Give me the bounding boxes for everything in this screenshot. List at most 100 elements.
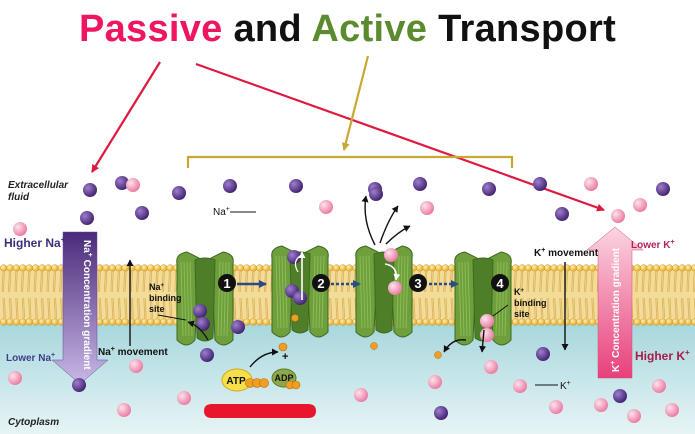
pump-protein [355, 245, 413, 338]
active-arrow [341, 55, 370, 151]
adp-label: ADP [274, 373, 293, 383]
k-ion [13, 222, 27, 236]
k-binding-site-label-1: K+ [514, 287, 525, 297]
lower-k-label: Lower K+ [631, 239, 675, 251]
k-ion [420, 201, 434, 215]
k-binding-site-label-2: binding [514, 298, 547, 308]
k-ion [117, 403, 131, 417]
phosphate [370, 342, 378, 350]
svg-text:2: 2 [317, 276, 324, 291]
na-ion [287, 250, 301, 264]
na-ion-label: Na+ [213, 206, 230, 218]
na-ion [223, 179, 237, 193]
k-ion [611, 209, 625, 223]
title-transport: Transport [427, 8, 617, 50]
highlight-bar [204, 404, 316, 418]
lower-na-label: Lower Na+ [6, 352, 55, 364]
na-binding-site-label-1: Na+ [149, 282, 165, 292]
title-and: and [222, 8, 312, 50]
release-arrow-curve [294, 255, 301, 273]
k-ion [584, 177, 598, 191]
na-ion [533, 177, 547, 191]
phosphate [291, 314, 299, 322]
k-ion [652, 379, 666, 393]
diagram-title: Passive and Active Transport [0, 8, 695, 51]
na-movement-label: Na+ movement [98, 346, 168, 358]
k-ion [388, 281, 402, 295]
na-ion [293, 291, 307, 305]
k-ion [129, 359, 143, 373]
na-ion [369, 187, 383, 201]
k-ion [627, 409, 641, 423]
na-ion [613, 389, 627, 403]
k-ion [354, 388, 368, 402]
ions [8, 176, 679, 423]
na-exit-arrow-1 [361, 195, 376, 246]
na-ion [289, 179, 303, 193]
k-binding-site-label-3: site [514, 309, 530, 319]
atp-hydrolysis-arrow [249, 348, 279, 368]
k-movement-label: K+ movement [534, 247, 599, 259]
pump-proteins [176, 245, 512, 346]
k-ion [319, 200, 333, 214]
passive-arrow-left [91, 61, 161, 173]
cytoplasm-label: Cytoplasm [8, 417, 59, 428]
pump-protein [176, 251, 234, 346]
na-ion [536, 347, 550, 361]
na-ion [83, 183, 97, 197]
membrane-core [0, 266, 695, 324]
k-ion [594, 398, 608, 412]
na-ion [80, 211, 94, 225]
higher-k-label: Higher K+ [635, 348, 690, 363]
k-ion [8, 371, 22, 385]
k-ion [513, 379, 527, 393]
phosphate-release-arrow [443, 339, 467, 353]
na-ion [231, 320, 245, 334]
active-bracket [186, 155, 514, 168]
plus-sign: + [282, 351, 288, 363]
na-binding-site-label-3: site [149, 304, 165, 314]
k-ion [384, 248, 398, 262]
phosphate-free [278, 342, 288, 352]
na-ion [196, 317, 210, 331]
k-binding-pointer [492, 304, 509, 317]
extracellular-label-1: Extracellular [8, 180, 69, 191]
atp-label: ATP [226, 376, 246, 387]
k-ion [480, 328, 494, 342]
na-ion [72, 378, 86, 392]
step-2-badge: 2 [312, 274, 330, 292]
phosphate [434, 351, 442, 359]
svg-text:4: 4 [496, 276, 504, 291]
k-ion [665, 403, 679, 417]
step-4-badge: 4 [491, 274, 509, 292]
svg-text:3: 3 [414, 276, 421, 291]
k-enter-arrow [384, 263, 401, 281]
na-ion [135, 206, 149, 220]
na-binding-pointer [157, 314, 187, 321]
na-ion [555, 207, 569, 221]
na-ion [172, 186, 186, 200]
extracellular-label-2: fluid [8, 192, 30, 203]
na-binding-site-label-2: binding [149, 293, 182, 303]
k-ion [177, 391, 191, 405]
na-ion [413, 177, 427, 191]
step-1-badge: 1 [218, 274, 236, 292]
cytoplasm-region [0, 322, 695, 434]
na-ion [115, 176, 129, 190]
na-ion [193, 304, 207, 318]
step-3-badge: 3 [409, 274, 427, 292]
title-active: Active [311, 8, 428, 50]
k-ion [549, 400, 563, 414]
k-ion [126, 178, 140, 192]
higher-na-label: Higher Na+ [4, 235, 66, 250]
atp-molecule: ATP [221, 368, 269, 392]
na-ion [656, 182, 670, 196]
na-ion [200, 348, 214, 362]
k-ion [428, 375, 442, 389]
na-bind-arrow [187, 320, 209, 341]
svg-text:1: 1 [223, 276, 230, 291]
title-passive: Passive [78, 8, 223, 50]
na-gradient-label: Na+ Concentration gradient [81, 240, 93, 370]
k-ion [484, 360, 498, 374]
